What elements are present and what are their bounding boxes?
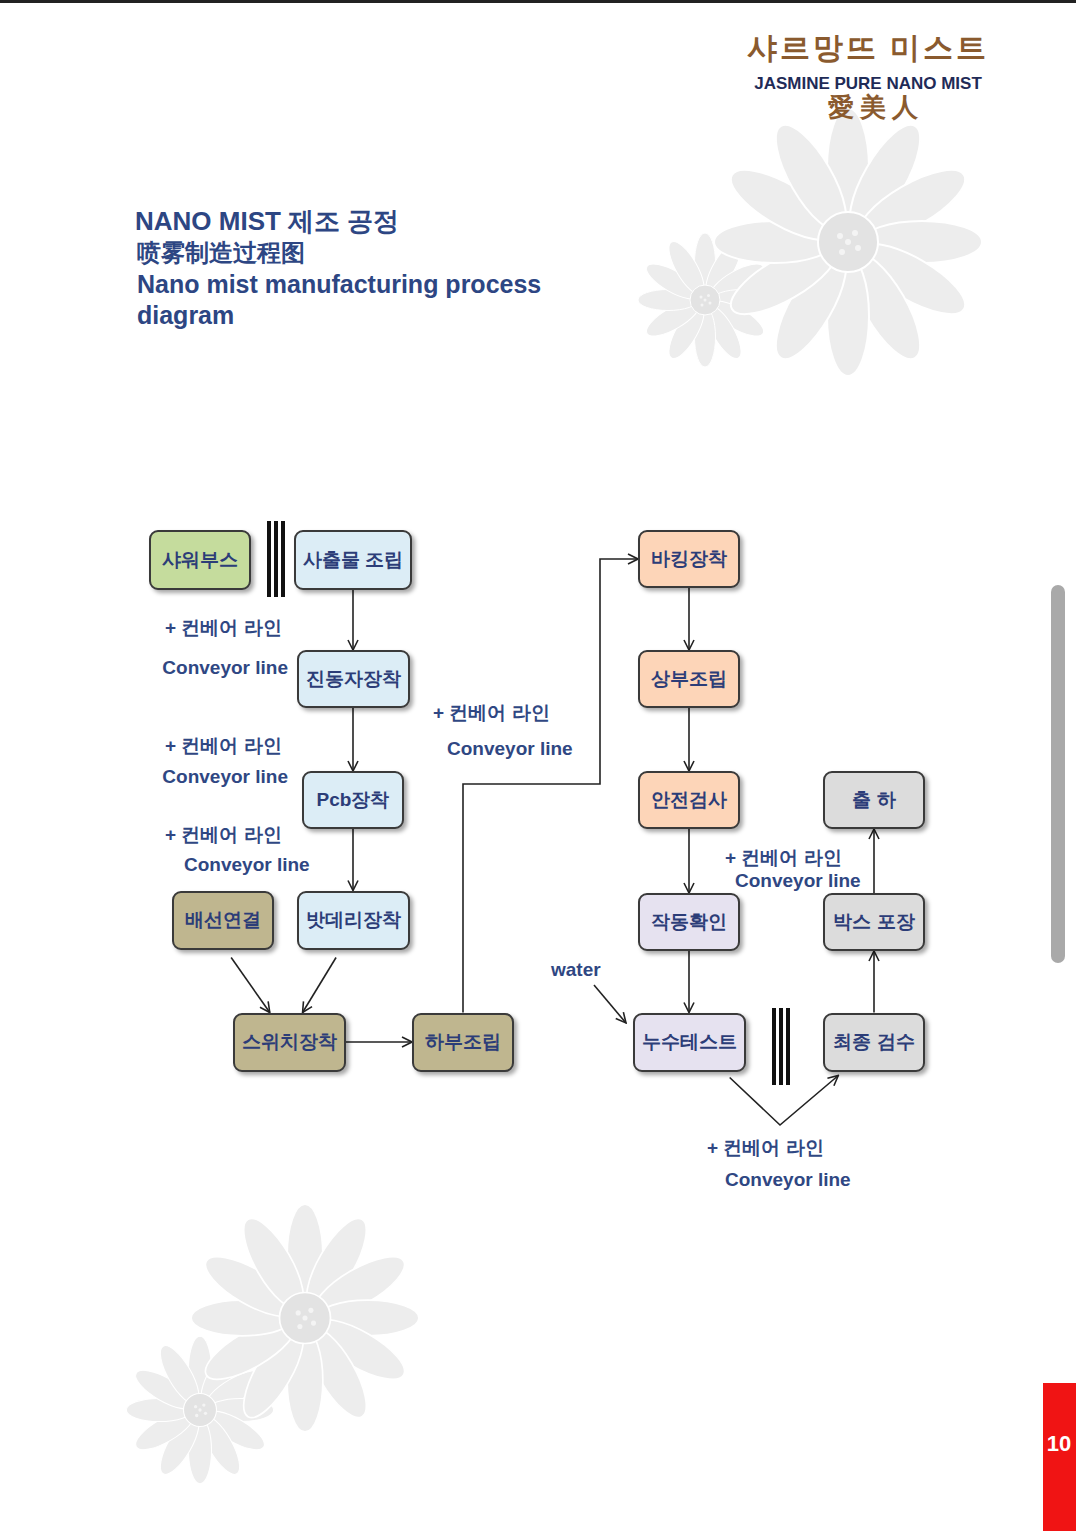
- process-box: 출 하: [823, 771, 925, 829]
- conveyor-note: + 컨베어 라인: [705, 1136, 826, 1160]
- step-label: 스위치장착: [242, 1031, 337, 1054]
- process-box: 스위치장착: [233, 1013, 346, 1072]
- process-box: 바킹장착: [638, 530, 740, 588]
- page-title: NANO MIST 제조 공정: [135, 206, 399, 237]
- process-box: 안전검사: [638, 771, 740, 829]
- step-label: 출 하: [852, 789, 895, 812]
- flow-arrow: [688, 588, 690, 650]
- flow-arrow: [346, 1041, 413, 1043]
- conveyor-note: Conveyor line: [182, 853, 312, 877]
- process-box: 사출물 조립: [294, 530, 412, 590]
- brand-name: 샤르망뜨 미스트: [745, 29, 991, 67]
- conveyor-note: + 컨베어 라인: [163, 734, 284, 758]
- step-label: 박스 포장: [833, 911, 914, 934]
- process-box: 누수테스트: [633, 1013, 746, 1072]
- step-label: 하부조립: [425, 1031, 501, 1054]
- step-label: Pcb장착: [317, 789, 390, 812]
- brand-subtitle: JASMINE PURE NANO MIST: [752, 73, 984, 94]
- flow-arrow: [688, 708, 690, 771]
- step-label: 사출물 조립: [303, 549, 403, 572]
- title-english: Nano mist manufacturing process diagram: [135, 269, 579, 332]
- conveyor-note: Conveyor line: [160, 656, 290, 680]
- conveyor-note: + 컨베어 라인: [163, 616, 284, 640]
- flow-arrow: [231, 958, 270, 1013]
- separator-bars: [772, 1008, 790, 1085]
- conveyor-note: Conveyor line: [445, 737, 575, 761]
- flow-arrow: [303, 958, 336, 1013]
- process-box: 진동자장착: [297, 650, 410, 708]
- page-number: 10: [1045, 1430, 1073, 1458]
- water-arrow: [594, 985, 626, 1023]
- flow-arrow: [688, 951, 690, 1013]
- title-chinese: 喷雾制造过程图: [135, 238, 307, 268]
- step-label: 작동확인: [651, 911, 727, 934]
- process-box: 배선연결: [172, 891, 274, 950]
- process-box: 샤워부스: [149, 530, 251, 590]
- step-label: 배선연결: [185, 909, 261, 932]
- flow-arrow: [352, 829, 354, 891]
- step-label: 바킹장착: [651, 548, 727, 571]
- flow-arrow: [873, 951, 875, 1013]
- flow-arrow: [688, 829, 690, 893]
- step-label: 최종 검수: [833, 1031, 914, 1054]
- conveyor-note: + 컨베어 라인: [723, 846, 844, 870]
- process-box: 박스 포장: [823, 893, 925, 951]
- top-rule: [0, 0, 1076, 3]
- brand-motto: 愛美人: [826, 92, 926, 125]
- step-label: 누수테스트: [642, 1031, 737, 1054]
- conveyor-note: Conveyor line: [733, 869, 863, 893]
- step-label: 진동자장착: [306, 668, 401, 691]
- process-box: 상부조립: [638, 650, 740, 708]
- step-label: 샤워부스: [162, 549, 238, 572]
- process-box: Pcb장착: [302, 771, 404, 829]
- step-label: 안전검사: [651, 789, 727, 812]
- process-box: 최종 검수: [823, 1013, 925, 1072]
- conveyor-note: Conveyor line: [723, 1168, 853, 1192]
- step-label: 밧데리장착: [306, 909, 401, 932]
- process-box: 밧데리장착: [297, 891, 410, 950]
- flow-arrow: [352, 708, 354, 771]
- flow-arrow: [463, 559, 638, 1013]
- flow-arrow: [730, 1076, 839, 1126]
- flow-arrow: [873, 829, 875, 893]
- step-label: 상부조립: [651, 668, 727, 691]
- separator-bars: [267, 521, 285, 597]
- flower-watermark: [191, 1204, 419, 1432]
- process-box: 작동확인: [638, 893, 740, 951]
- page-tab: [1043, 1383, 1076, 1531]
- conveyor-note: + 컨베어 라인: [431, 701, 552, 725]
- conveyor-note: Conveyor line: [160, 765, 290, 789]
- flower-watermark: [714, 108, 982, 376]
- conveyor-note: water: [549, 958, 603, 982]
- conveyor-note: + 컨베어 라인: [163, 823, 284, 847]
- flow-arrow: [352, 590, 354, 650]
- scrollbar: [1051, 585, 1065, 963]
- process-box: 하부조립: [412, 1013, 514, 1072]
